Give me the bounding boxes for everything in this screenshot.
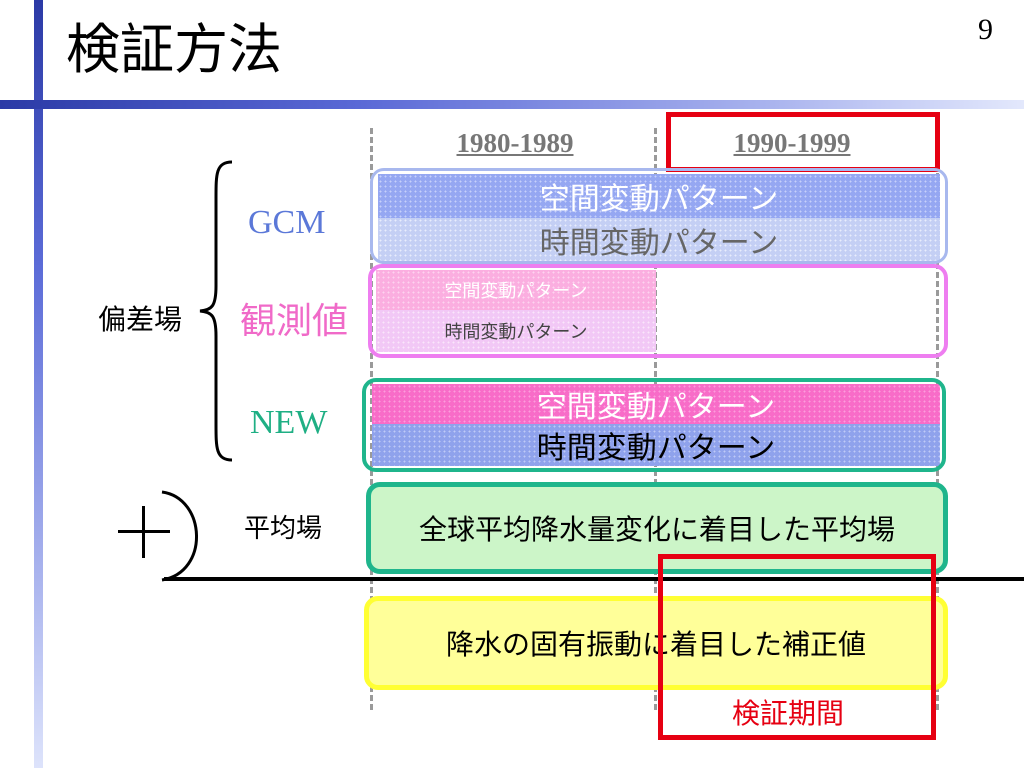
verification-period-header-highlight: [666, 112, 940, 172]
gcm-label: GCM: [248, 204, 326, 241]
mean-field-box: 全球平均降水量変化に着目した平均場: [366, 482, 948, 574]
correction-text: 降水の固有振動に着目した補正値: [445, 628, 866, 661]
gcm-spatial-pattern-text: 空間変動パターン: [539, 182, 779, 217]
mean-field-text: 全球平均降水量変化に着目した平均場: [418, 513, 895, 546]
period-1980-1989: 1980-1989: [456, 128, 574, 158]
observed-temporal-pattern-text: 時間変動パターン: [444, 322, 588, 343]
period-1990-1999: 1990-1999: [733, 128, 851, 158]
anomaly-field-label: 偏差場: [98, 303, 183, 336]
verification-period-label: 検証期間: [732, 697, 845, 730]
new-temporal-pattern-band: 時間変動パターン: [372, 424, 940, 466]
new-label: NEW: [250, 404, 328, 441]
observed-row-frame: [368, 264, 948, 358]
correction-box: 降水の固有振動に着目した補正値: [364, 596, 948, 690]
horizontal-accent-bar: [0, 100, 1024, 109]
new-row-frame: [362, 378, 946, 472]
divider-left: [370, 128, 373, 710]
plus-icon: [118, 506, 170, 558]
sum-line: [164, 577, 1024, 581]
mean-field-label: 平均場: [244, 514, 323, 544]
new-temporal-pattern-text: 時間変動パターン: [536, 431, 776, 466]
closing-bracket-icon: [161, 490, 198, 582]
observed-spatial-pattern-text: 空間変動パターン: [444, 281, 588, 302]
observed-label: 観測値: [240, 301, 349, 342]
gcm-temporal-pattern-band: 時間変動パターン: [378, 218, 940, 262]
observed-temporal-pattern-band: 時間変動パターン: [376, 310, 656, 352]
gcm-spatial-pattern-band: 空間変動パターン: [378, 174, 940, 218]
observed-spatial-pattern-band: 空間変動パターン: [376, 270, 656, 310]
page-number: 9: [978, 13, 993, 46]
curly-brace-icon: [199, 160, 233, 462]
new-spatial-pattern-text: 空間変動パターン: [536, 390, 776, 425]
gcm-temporal-pattern-text: 時間変動パターン: [539, 226, 779, 261]
vertical-accent-bar: [34, 0, 43, 768]
slide-title: 検証方法: [66, 18, 282, 81]
new-spatial-pattern-band: 空間変動パターン: [372, 384, 940, 425]
gcm-row-frame: [370, 168, 948, 264]
verification-period-highlight: [658, 554, 936, 740]
